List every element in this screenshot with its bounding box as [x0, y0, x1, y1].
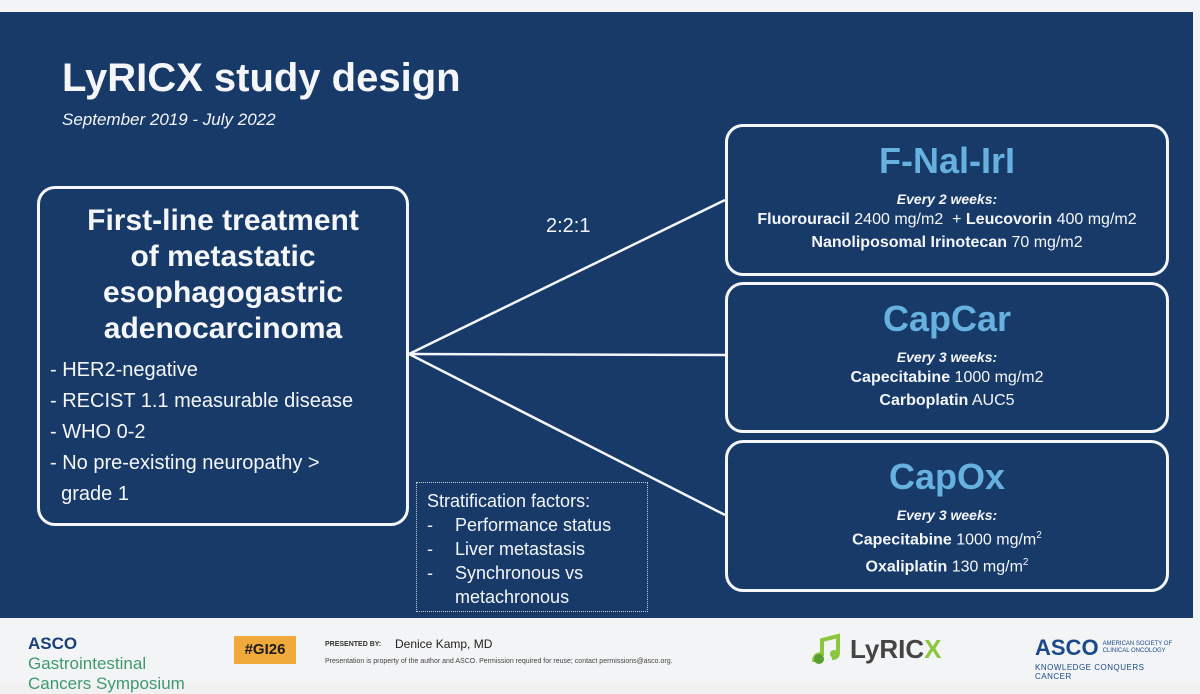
superscript: 2 — [1036, 530, 1042, 541]
drug-dose: 130 mg/m — [947, 558, 1023, 576]
drug-dose: 1000 mg/m — [951, 531, 1037, 549]
asco-gi-logo-line: ASCO Gastrointestinal — [28, 634, 198, 674]
arm-name: F-Nal-IrI — [878, 140, 1015, 181]
drug-dose: 70 mg/m2 — [1007, 234, 1083, 251]
stratification-item: metachronous — [427, 585, 637, 609]
list-dash: - — [427, 563, 433, 583]
arm-regimen-line: Capecitabine 1000 mg/m2 — [728, 366, 1166, 389]
stratification-text: Performance status — [455, 515, 612, 535]
criterion-item: - HER2-negative — [50, 359, 198, 381]
population-heading-line: of metastatic — [130, 240, 316, 273]
arm-regimen-line: Nanoliposomal Irinotecan 70 mg/m2 — [728, 231, 1166, 254]
asco-tagline: KNOWLEDGE CONQUERS CANCER — [1035, 663, 1145, 681]
criterion-item: - No pre-existing neuropathy > — [50, 452, 320, 474]
stratification-list: - Performance status - Liver metastasis - S… — [427, 513, 637, 609]
hashtag-badge: #GI26 — [234, 636, 296, 664]
drug-dose: AUC5 — [968, 392, 1015, 409]
population-heading-line: adenocarcinoma — [103, 312, 343, 345]
slide-subtitle: September 2019 - July 2022 — [62, 110, 276, 129]
gi-wordmark: Gastrointestinal — [28, 654, 147, 673]
arm-regimen-line: Capecitabine 1000 mg/m2 — [728, 524, 1166, 551]
list-dash — [427, 585, 455, 609]
symposium-wordmark: Cancers Symposium — [28, 674, 185, 693]
drug-dose: 1000 mg/m2 — [950, 369, 1044, 386]
arm-box-capcar: CapCar Every 3 weeks: Capecitabine 1000 … — [725, 282, 1169, 433]
drug-dose: 400 mg/m2 — [1052, 211, 1137, 228]
arm-name: CapCar — [882, 298, 1012, 339]
asco-society-name-line: AMERICAN SOCIETY OF — [1102, 641, 1173, 647]
drug-name: Capecitabine — [850, 369, 951, 386]
lyricx-wordmark-x: X — [924, 633, 942, 664]
drug-name: Leucovorin — [965, 211, 1053, 228]
drug-name: Oxaliplatin — [865, 558, 948, 576]
lyricx-music-icon — [812, 633, 840, 664]
stratification-text: Synchronous vs — [455, 563, 584, 583]
arm-name: CapOx — [888, 456, 1006, 497]
stratification-text: metachronous — [455, 587, 570, 607]
slide-title: LyRICX study design — [62, 56, 461, 100]
line-to-arm-3 — [408, 352, 726, 517]
asco-wordmark: ASCO — [28, 634, 78, 653]
lyricx-logo: LyRICX — [810, 632, 942, 666]
eligibility-criteria: - HER2-negative - RECIST 1.1 measurable … — [50, 355, 406, 510]
drug-dose: 2400 mg/m2 + — [849, 211, 966, 228]
stratification-text: Liver metastasis — [455, 539, 586, 559]
lyricx-wordmark-main: LyRIC — [850, 633, 925, 664]
population-box: First-line treatment of metastatic esoph… — [37, 186, 409, 526]
drug-name: Nanoliposomal Irinotecan — [811, 234, 1007, 251]
asco-wordmark: ASCO — [1035, 635, 1099, 660]
arm-frequency: Every 3 weeks: — [896, 349, 998, 365]
population-heading-line: esophagogastric — [102, 276, 344, 309]
criterion-item: grade 1 — [50, 483, 129, 505]
criterion-item: - WHO 0-2 — [50, 421, 146, 443]
drug-name: Carboplatin — [879, 392, 969, 409]
arm-regimen-line: Carboplatin AUC5 — [728, 389, 1166, 412]
line-to-arm-1 — [408, 198, 726, 356]
stratification-item: - Liver metastasis — [427, 537, 637, 561]
population-heading: First-line treatment of metastatic esoph… — [40, 203, 406, 347]
copyright-disclaimer: Presentation is property of the author a… — [325, 658, 673, 665]
list-dash: - — [427, 515, 433, 535]
arm-frequency: Every 3 weeks: — [896, 507, 998, 523]
drug-name: Fluorouracil — [757, 211, 850, 228]
superscript: 2 — [1022, 557, 1029, 569]
criterion-item: - RECIST 1.1 measurable disease — [50, 390, 354, 412]
stratification-item: - Synchronous vs — [427, 561, 637, 585]
arm-box-capox: CapOx Every 3 weeks: Capecitabine 1000 m… — [725, 440, 1169, 592]
stratification-box: Stratification factors: - Performance sta… — [416, 482, 648, 612]
drug-name: Capecitabine — [852, 531, 952, 549]
presenter-name: Denice Kamp, MD — [395, 637, 493, 651]
slide-background — [0, 12, 1193, 618]
presented-by-label: PRESENTED BY: — [325, 641, 382, 648]
arm-frequency: Every 2 weeks: — [896, 191, 998, 207]
arm-regimen-line: Fluorouracil 2400 mg/m2 + Leucovorin 400… — [728, 208, 1166, 231]
asco-gi-logo: ASCO Gastrointestinal Cancers Symposium — [28, 634, 198, 694]
asco-society-name-line: CLINICAL ONCOLOGY — [1102, 648, 1166, 654]
line-to-arm-2 — [408, 352, 726, 357]
arm-regimen-line: Oxaliplatin 130 mg/m2 — [728, 551, 1166, 578]
stratification-item: - Performance status — [427, 513, 637, 537]
list-dash: - — [427, 539, 433, 559]
lyricx-wordmark: LyRICX — [850, 634, 942, 665]
stratification-title: Stratification factors: — [427, 491, 591, 511]
population-heading-line: First-line treatment — [87, 204, 359, 237]
randomization-ratio: 2:2:1 — [546, 215, 591, 237]
arm-box-fnalirl: F-Nal-IrI Every 2 weeks: Fluorouracil 24… — [725, 124, 1169, 276]
